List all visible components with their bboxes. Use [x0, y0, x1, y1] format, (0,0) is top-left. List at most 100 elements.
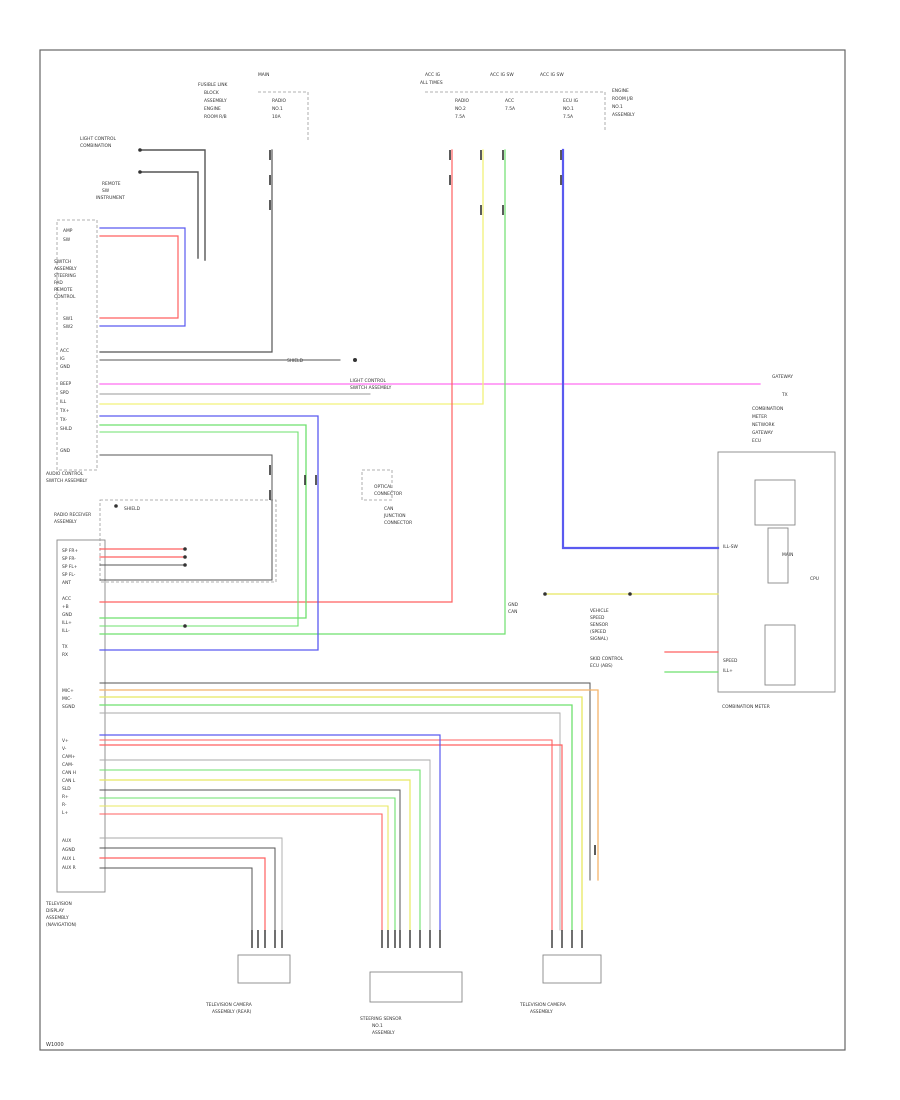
svg-text:ACC IG SW: ACC IG SW	[490, 72, 514, 78]
svg-text:V-: V-	[62, 746, 67, 752]
svg-text:AUX: AUX	[62, 838, 71, 844]
svg-text:NO.1: NO.1	[372, 1023, 383, 1029]
svg-text:CAN H: CAN H	[62, 770, 76, 776]
svg-text:LIGHT CONTROL: LIGHT CONTROL	[80, 136, 117, 142]
svg-text:TX: TX	[781, 392, 788, 398]
wire-grey-bus	[99, 712, 561, 931]
svg-text:TX-: TX-	[59, 417, 67, 423]
footer-code: W1000	[46, 1042, 64, 1048]
svg-text:ENGINE: ENGINE	[204, 106, 221, 112]
svg-text:NO.2: NO.2	[455, 106, 466, 112]
svg-text:BLOCK: BLOCK	[204, 90, 219, 96]
svg-text:SENSOR: SENSOR	[590, 622, 608, 628]
svg-text:SIGNAL): SIGNAL)	[590, 636, 608, 642]
wire-green-mid	[99, 424, 307, 619]
wire-black-gnd	[99, 454, 273, 581]
svg-text:NETWORK: NETWORK	[752, 422, 775, 428]
svg-text:SP FL+: SP FL+	[62, 564, 78, 570]
svg-text:MIC-: MIC-	[62, 696, 72, 702]
svg-text:IG: IG	[60, 356, 65, 362]
svg-text:ACC: ACC	[62, 596, 71, 602]
svg-text:AUDIO CONTROL: AUDIO CONTROL	[46, 471, 84, 477]
wire-blue-loop	[99, 227, 186, 327]
svg-text:INSTRUMENT: INSTRUMENT	[96, 195, 125, 201]
svg-text:STEERING: STEERING	[54, 273, 77, 279]
svg-text:SWITCH: SWITCH	[54, 259, 71, 265]
svg-text:VEHICLE: VEHICLE	[590, 608, 609, 614]
wire-tick-markers	[269, 150, 596, 855]
svg-text:+B: +B	[62, 604, 69, 610]
svg-text:ASSEMBLY (REAR): ASSEMBLY (REAR)	[212, 1009, 252, 1015]
wire-grey-ss	[99, 759, 431, 931]
wire-black-cam2	[99, 867, 253, 931]
svg-text:COMBINATION METER: COMBINATION METER	[722, 704, 770, 710]
svg-text:STEERING SENSOR: STEERING SENSOR	[360, 1016, 402, 1022]
svg-text:ACC: ACC	[60, 348, 69, 354]
svg-text:CAN: CAN	[384, 506, 393, 512]
svg-text:TX: TX	[61, 644, 68, 650]
wire-black-bus	[99, 682, 591, 881]
splice-markers	[114, 148, 632, 628]
svg-text:(NAVIGATION): (NAVIGATION)	[46, 922, 77, 928]
svg-text:GND: GND	[62, 612, 73, 618]
wire-green-ss	[99, 769, 421, 931]
wire-orange-bus	[99, 689, 599, 881]
wire-black-top	[99, 149, 273, 353]
svg-text:ROOM R/B: ROOM R/B	[204, 114, 227, 120]
svg-text:R-: R-	[62, 802, 67, 808]
svg-text:GATEWAY: GATEWAY	[752, 430, 773, 436]
svg-text:GND: GND	[508, 602, 519, 608]
svg-text:SPD: SPD	[60, 390, 69, 396]
svg-text:SHIELD: SHIELD	[287, 358, 304, 364]
wire-grey-cam	[99, 837, 283, 931]
svg-text:SW2: SW2	[63, 324, 73, 330]
svg-text:SWITCH ASSEMBLY: SWITCH ASSEMBLY	[46, 478, 88, 484]
svg-text:ASSEMBLY: ASSEMBLY	[372, 1030, 395, 1036]
svg-text:ALL TIMES: ALL TIMES	[420, 80, 443, 86]
svg-text:SKID CONTROL: SKID CONTROL	[590, 656, 624, 662]
svg-text:JUNCTION: JUNCTION	[383, 513, 406, 519]
svg-text:7.5A: 7.5A	[455, 114, 465, 120]
svg-text:OPTICAL: OPTICAL	[374, 484, 393, 490]
wire-yellow	[99, 149, 484, 405]
svg-text:ASSEMBLY: ASSEMBLY	[204, 98, 227, 104]
wire-black-cam	[99, 847, 276, 931]
svg-text:REMOTE: REMOTE	[102, 181, 121, 187]
svg-text:COMBINATION: COMBINATION	[752, 406, 783, 412]
svg-text:CAM+: CAM+	[62, 754, 76, 760]
wire-blue-ss	[99, 734, 441, 931]
svg-text:MIC+: MIC+	[62, 688, 74, 694]
wire-green-bus	[99, 704, 573, 931]
svg-text:ECU: ECU	[752, 438, 761, 444]
svg-text:RADIO: RADIO	[272, 98, 287, 104]
svg-text:MAIN: MAIN	[258, 72, 269, 78]
svg-text:AMP: AMP	[63, 228, 73, 234]
wire-black-remote	[139, 149, 206, 261]
svg-text:7.5A: 7.5A	[505, 106, 515, 112]
svg-text:ENGINE: ENGINE	[612, 88, 629, 94]
svg-text:CAM-: CAM-	[62, 762, 74, 768]
wire-red-long	[99, 149, 453, 603]
svg-text:CPU: CPU	[810, 576, 819, 582]
svg-text:ACC IG SW: ACC IG SW	[540, 72, 564, 78]
svg-text:ECU (ABS): ECU (ABS)	[590, 663, 613, 669]
svg-text:PAD: PAD	[54, 280, 63, 286]
svg-text:LIGHT CONTROL: LIGHT CONTROL	[350, 378, 387, 384]
svg-text:V+: V+	[62, 738, 69, 744]
diagram-frame	[39, 49, 846, 1051]
svg-text:ILL-SW: ILL-SW	[723, 544, 738, 550]
svg-text:SW: SW	[63, 237, 71, 243]
svg-text:TX+: TX+	[59, 408, 70, 414]
svg-text:ROOM J/B: ROOM J/B	[612, 96, 633, 102]
svg-text:SW1: SW1	[63, 316, 73, 322]
svg-text:ACC IG: ACC IG	[425, 72, 441, 78]
svg-text:SP FR-: SP FR-	[62, 556, 76, 562]
svg-text:RADIO: RADIO	[455, 98, 470, 104]
svg-text:ILL+: ILL+	[62, 620, 72, 626]
svg-text:ASSEMBLY: ASSEMBLY	[54, 266, 77, 272]
wire-green-ss2	[99, 797, 396, 931]
